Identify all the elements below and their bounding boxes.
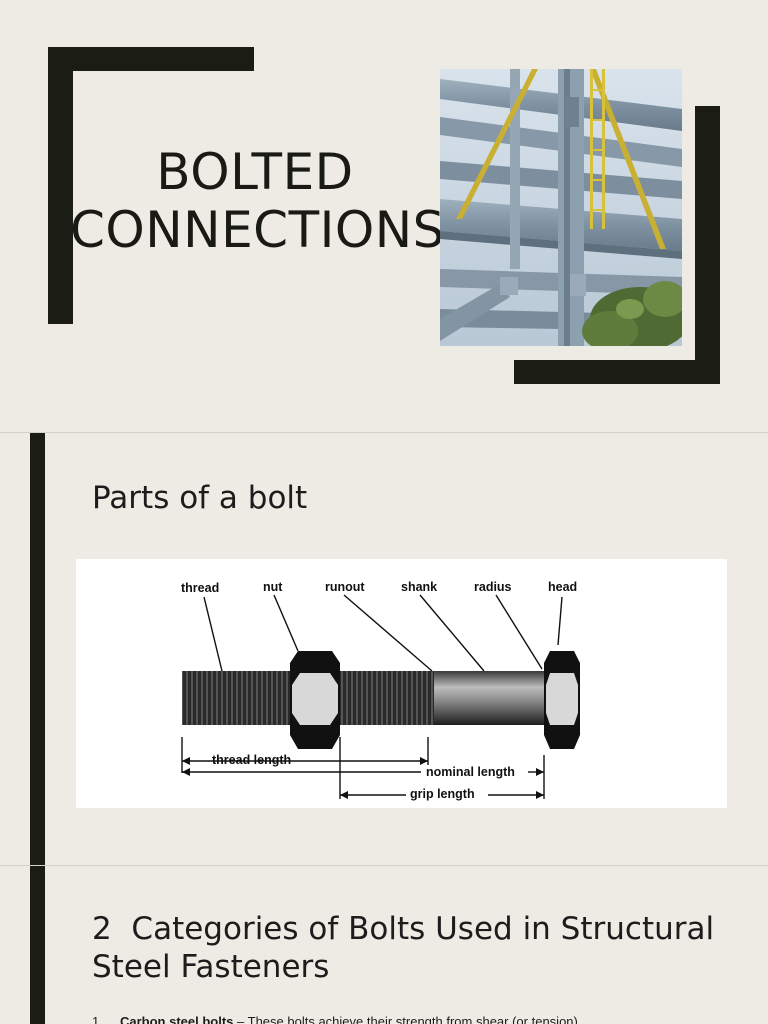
slide-divider — [0, 432, 768, 433]
label-grip-length: grip length — [410, 787, 475, 801]
list-item-carbon-steel: 1 Carbon steel bolts – These bolts achiev… — [92, 1014, 578, 1024]
corner-bracket-bottom-right-vertical — [695, 106, 720, 384]
title-line-1: BOLTED — [156, 143, 354, 201]
corner-bracket-top-left-horizontal — [48, 47, 254, 71]
slide-title: BOLTED CONNECTIONS — [70, 143, 445, 259]
slide-heading: 2 Categories of Bolts Used in Structural… — [92, 910, 714, 986]
bolt-diagram: thread nut runout shank radius head thre… — [76, 559, 727, 808]
heading-line-2: Steel Fasteners — [92, 949, 330, 985]
slide-heading: Parts of a bolt — [92, 480, 308, 516]
accent-bar — [30, 433, 45, 865]
label-radius: radius — [474, 580, 512, 594]
label-nominal-length: nominal length — [426, 765, 515, 779]
parts-of-bolt-slide: Parts of a bolt — [0, 433, 768, 865]
label-thread: thread — [181, 581, 220, 595]
slide-divider — [0, 865, 768, 866]
corner-bracket-top-left-vertical — [48, 47, 73, 324]
bolt-categories-slide: 2 Categories of Bolts Used in Structural… — [0, 866, 768, 1024]
label-head: head — [548, 580, 578, 594]
label-shank: shank — [401, 580, 438, 594]
steel-frame-photo — [440, 69, 682, 346]
list-number: 1 — [92, 1014, 100, 1024]
heading-line-1: 2 Categories of Bolts Used in Structural — [92, 911, 715, 947]
title-slide: BOLTED CONNECTIONS — [0, 0, 768, 432]
list-item-title: Carbon steel bolts — [120, 1014, 234, 1024]
title-line-2: CONNECTIONS — [70, 201, 445, 259]
label-runout: runout — [325, 580, 365, 594]
bolt-drawing — [181, 594, 580, 799]
corner-bracket-bottom-right-horizontal — [514, 360, 720, 384]
label-thread-length: thread length — [212, 753, 292, 767]
label-nut: nut — [263, 580, 283, 594]
accent-bar — [30, 866, 45, 1024]
steel-frame-illustration — [440, 69, 682, 346]
list-item-text: – These bolts achieve their strength fro… — [233, 1014, 578, 1024]
